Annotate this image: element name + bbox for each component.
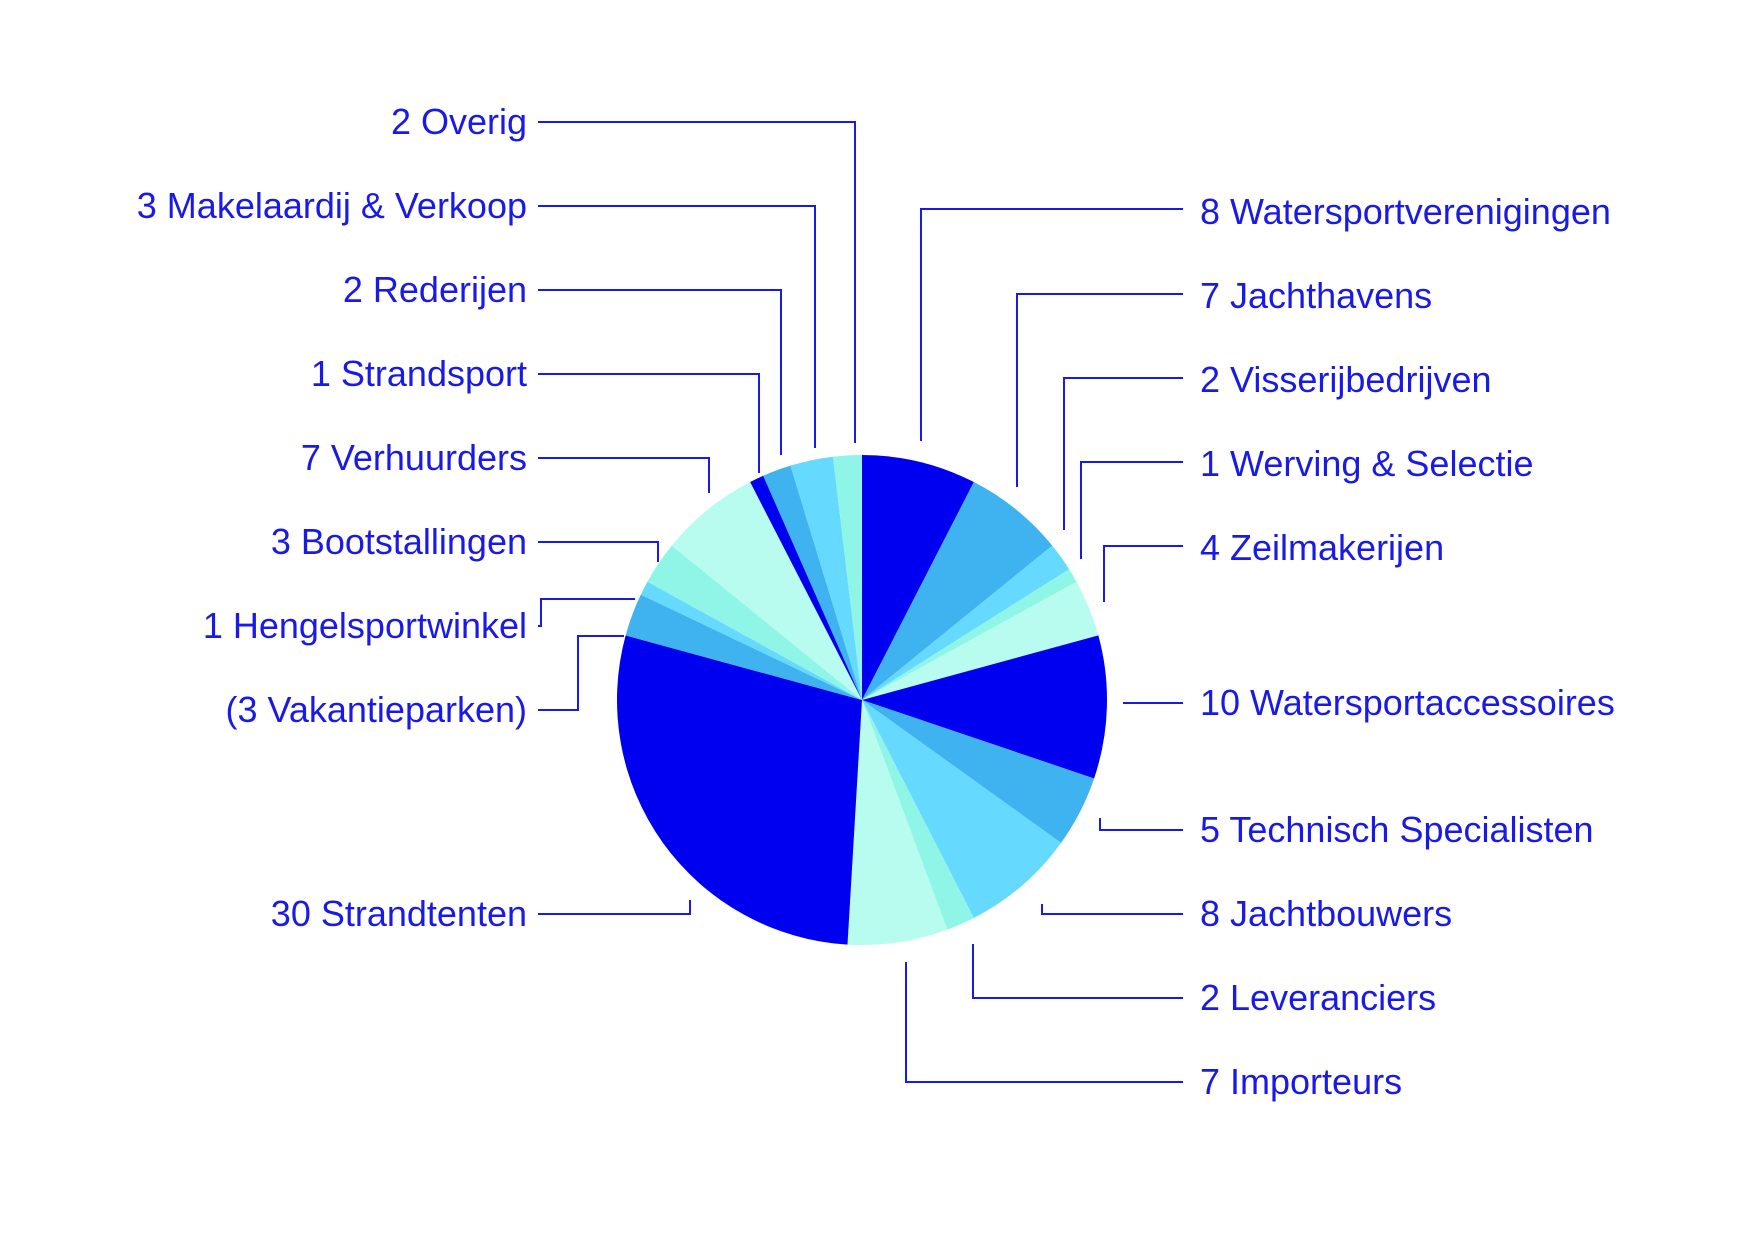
pie-slices	[616, 455, 1108, 946]
pie-slice-1-strandsport	[750, 475, 862, 700]
leader-line-7-importeurs	[905, 962, 1183, 1083]
slice-label-10-watersportaccessoires: 10 Watersportaccessoires	[1200, 682, 1615, 723]
leader-line-30-strandtenten	[538, 900, 691, 915]
slice-label-3-vakantieparken: (3 Vakantieparken)	[226, 689, 528, 730]
pie-slice-30-strandtenten	[616, 635, 862, 945]
slice-label-1-werving-selectie: 1 Werving & Selectie	[1200, 443, 1534, 484]
leader-line-5-technisch-specialisten	[1099, 818, 1183, 831]
leader-line-2-overig	[538, 121, 856, 443]
pie-slice-1-werving-selectie	[862, 569, 1077, 700]
pie-slice-8-jachtbouwers	[862, 700, 1062, 918]
slice-label-7-jachthavens: 7 Jachthavens	[1200, 275, 1432, 316]
pie-slice-2-rederijen	[763, 465, 862, 700]
leader-line-1-strandsport	[538, 373, 760, 473]
pie-slice-2-visserijbedrijven	[862, 545, 1070, 700]
slice-label-2-leveranciers: 2 Leveranciers	[1200, 977, 1436, 1018]
leader-line-8-jachtbouwers	[1041, 904, 1183, 915]
pie-slice-3-bootstallingen	[647, 545, 862, 700]
pie-slice-7-jachthavens	[862, 482, 1053, 700]
slice-label-5-technisch-specialisten: 5 Technisch Specialisten	[1200, 809, 1594, 850]
leader-line-3-bootstallingen	[538, 541, 659, 562]
pie-slice-2-overig	[833, 455, 862, 700]
slice-label-8-jachtbouwers: 8 Jachtbouwers	[1200, 893, 1452, 934]
slice-label-7-importeurs: 7 Importeurs	[1200, 1061, 1402, 1102]
pie-slice-3-vakantieparken	[625, 594, 862, 700]
slice-label-2-rederijen: 2 Rederijen	[343, 269, 527, 310]
pie-slice-5-technisch-specialisten	[862, 700, 1095, 843]
leader-line-3-vakantieparken	[538, 635, 624, 711]
slice-label-3-makelaardij-verkoop: 3 Makelaardij & Verkoop	[137, 185, 527, 226]
slice-label-2-overig: 2 Overig	[391, 101, 527, 142]
slice-label-3-bootstallingen: 3 Bootstallingen	[271, 521, 527, 562]
slice-label-1-strandsport: 1 Strandsport	[311, 353, 527, 394]
slice-label-8-watersportverenigingen: 8 Watersportverenigingen	[1200, 191, 1611, 232]
leader-line-1-hengelsportwinkel	[538, 598, 635, 627]
slice-label-7-verhuurders: 7 Verhuurders	[301, 437, 527, 478]
leader-line-2-rederijen	[538, 289, 782, 455]
leader-lines	[538, 121, 1183, 1083]
leader-line-2-visserijbedrijven	[1063, 377, 1183, 530]
leader-line-1-werving-selectie	[1080, 461, 1183, 559]
leader-line-7-jachthavens	[1016, 293, 1183, 487]
leader-line-2-leveranciers	[972, 944, 1183, 999]
pie-slice-2-leveranciers	[862, 700, 974, 930]
leader-line-7-verhuurders	[538, 457, 710, 493]
pie-slice-1-hengelsportwinkel	[640, 581, 862, 700]
slice-labels: 8 Watersportverenigingen 7 Jachthavens 2 V…	[137, 101, 1615, 1102]
leader-line-4-zeilmakerijen	[1103, 545, 1183, 602]
pie-slice-10-watersportaccessoires	[862, 635, 1108, 779]
slice-label-1-hengelsportwinkel: 1 Hengelsportwinkel	[203, 605, 527, 646]
pie-slice-4-zeilmakerijen	[862, 581, 1099, 700]
pie-slice-8-watersportverenigingen	[862, 455, 974, 700]
slice-label-4-zeilmakerijen: 4 Zeilmakerijen	[1200, 527, 1444, 568]
slice-label-30-strandtenten: 30 Strandtenten	[271, 893, 527, 934]
pie-slice-3-makelaardij-verkoop	[790, 456, 862, 700]
pie-slice-7-verhuurders	[671, 482, 862, 700]
leader-line-3-makelaardij-verkoop	[538, 205, 816, 448]
pie-slice-7-importeurs	[847, 700, 948, 946]
slice-label-2-visserijbedrijven: 2 Visserijbedrijven	[1200, 359, 1491, 400]
leader-line-8-watersportverenigingen	[920, 208, 1183, 441]
